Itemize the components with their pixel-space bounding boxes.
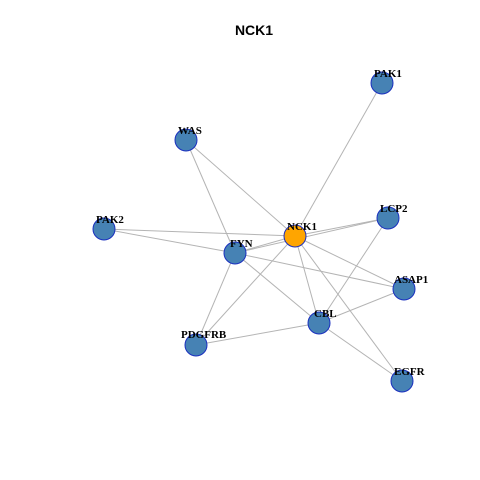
edge-fyn-cbl — [234, 252, 320, 324]
graph-title: NCK1 — [235, 22, 273, 38]
node-was: WAS — [174, 125, 202, 152]
node-pak2: PAK2 — [92, 214, 124, 241]
node-egfr: EGFR — [390, 366, 426, 393]
edge-cbl-egfr — [318, 322, 403, 382]
node-circle — [376, 206, 400, 230]
edge-layer — [103, 82, 405, 382]
node-circle — [392, 277, 416, 301]
node-nck1: NCK1 — [283, 221, 317, 248]
edge-nck1-cbl — [294, 235, 320, 324]
edge-nck1-pak2 — [103, 228, 296, 237]
node-label: EGFR — [394, 366, 426, 378]
edge-nck1-asap1 — [294, 235, 405, 290]
node-lcp2: LCP2 — [376, 203, 408, 230]
node-circle — [184, 333, 208, 357]
edge-nck1-egfr — [294, 235, 403, 382]
node-label: PDGFRB — [181, 329, 227, 341]
node-cbl: CBL — [307, 308, 337, 335]
node-label: PAK1 — [374, 68, 402, 80]
node-label: PAK2 — [96, 214, 124, 226]
edge-fyn-pdgfrb — [195, 252, 236, 346]
edge-nck1-lcp2 — [294, 217, 389, 237]
edge-lcp2-cbl — [318, 217, 389, 324]
edge-cbl-asap1 — [318, 288, 405, 324]
node-circle — [307, 311, 331, 335]
node-circle — [174, 128, 198, 152]
edge-was-fyn — [185, 139, 236, 254]
node-label: FYN — [230, 238, 253, 250]
node-label: NCK1 — [287, 221, 317, 233]
edge-fyn-asap1 — [234, 252, 405, 290]
node-fyn: FYN — [223, 238, 253, 265]
node-label: LCP2 — [380, 203, 408, 215]
node-pdgfrb: PDGFRB — [181, 329, 227, 357]
edge-nck1-was — [185, 139, 296, 237]
node-label: WAS — [178, 125, 202, 137]
edge-nck1-pdgfrb — [195, 235, 296, 346]
edge-nck1-pak1 — [294, 82, 383, 237]
node-asap1: ASAP1 — [392, 274, 428, 301]
node-label: CBL — [314, 308, 337, 320]
node-circle — [283, 224, 307, 248]
edge-fyn-lcp2 — [234, 217, 389, 254]
node-circle — [223, 241, 247, 265]
node-circle — [370, 71, 394, 95]
node-circle — [92, 217, 116, 241]
node-label: ASAP1 — [394, 274, 428, 286]
node-circle — [390, 369, 414, 393]
edge-pak2-fyn — [103, 228, 236, 254]
node-pak1: PAK1 — [370, 68, 402, 95]
edge-cbl-pdgfrb — [195, 322, 320, 346]
